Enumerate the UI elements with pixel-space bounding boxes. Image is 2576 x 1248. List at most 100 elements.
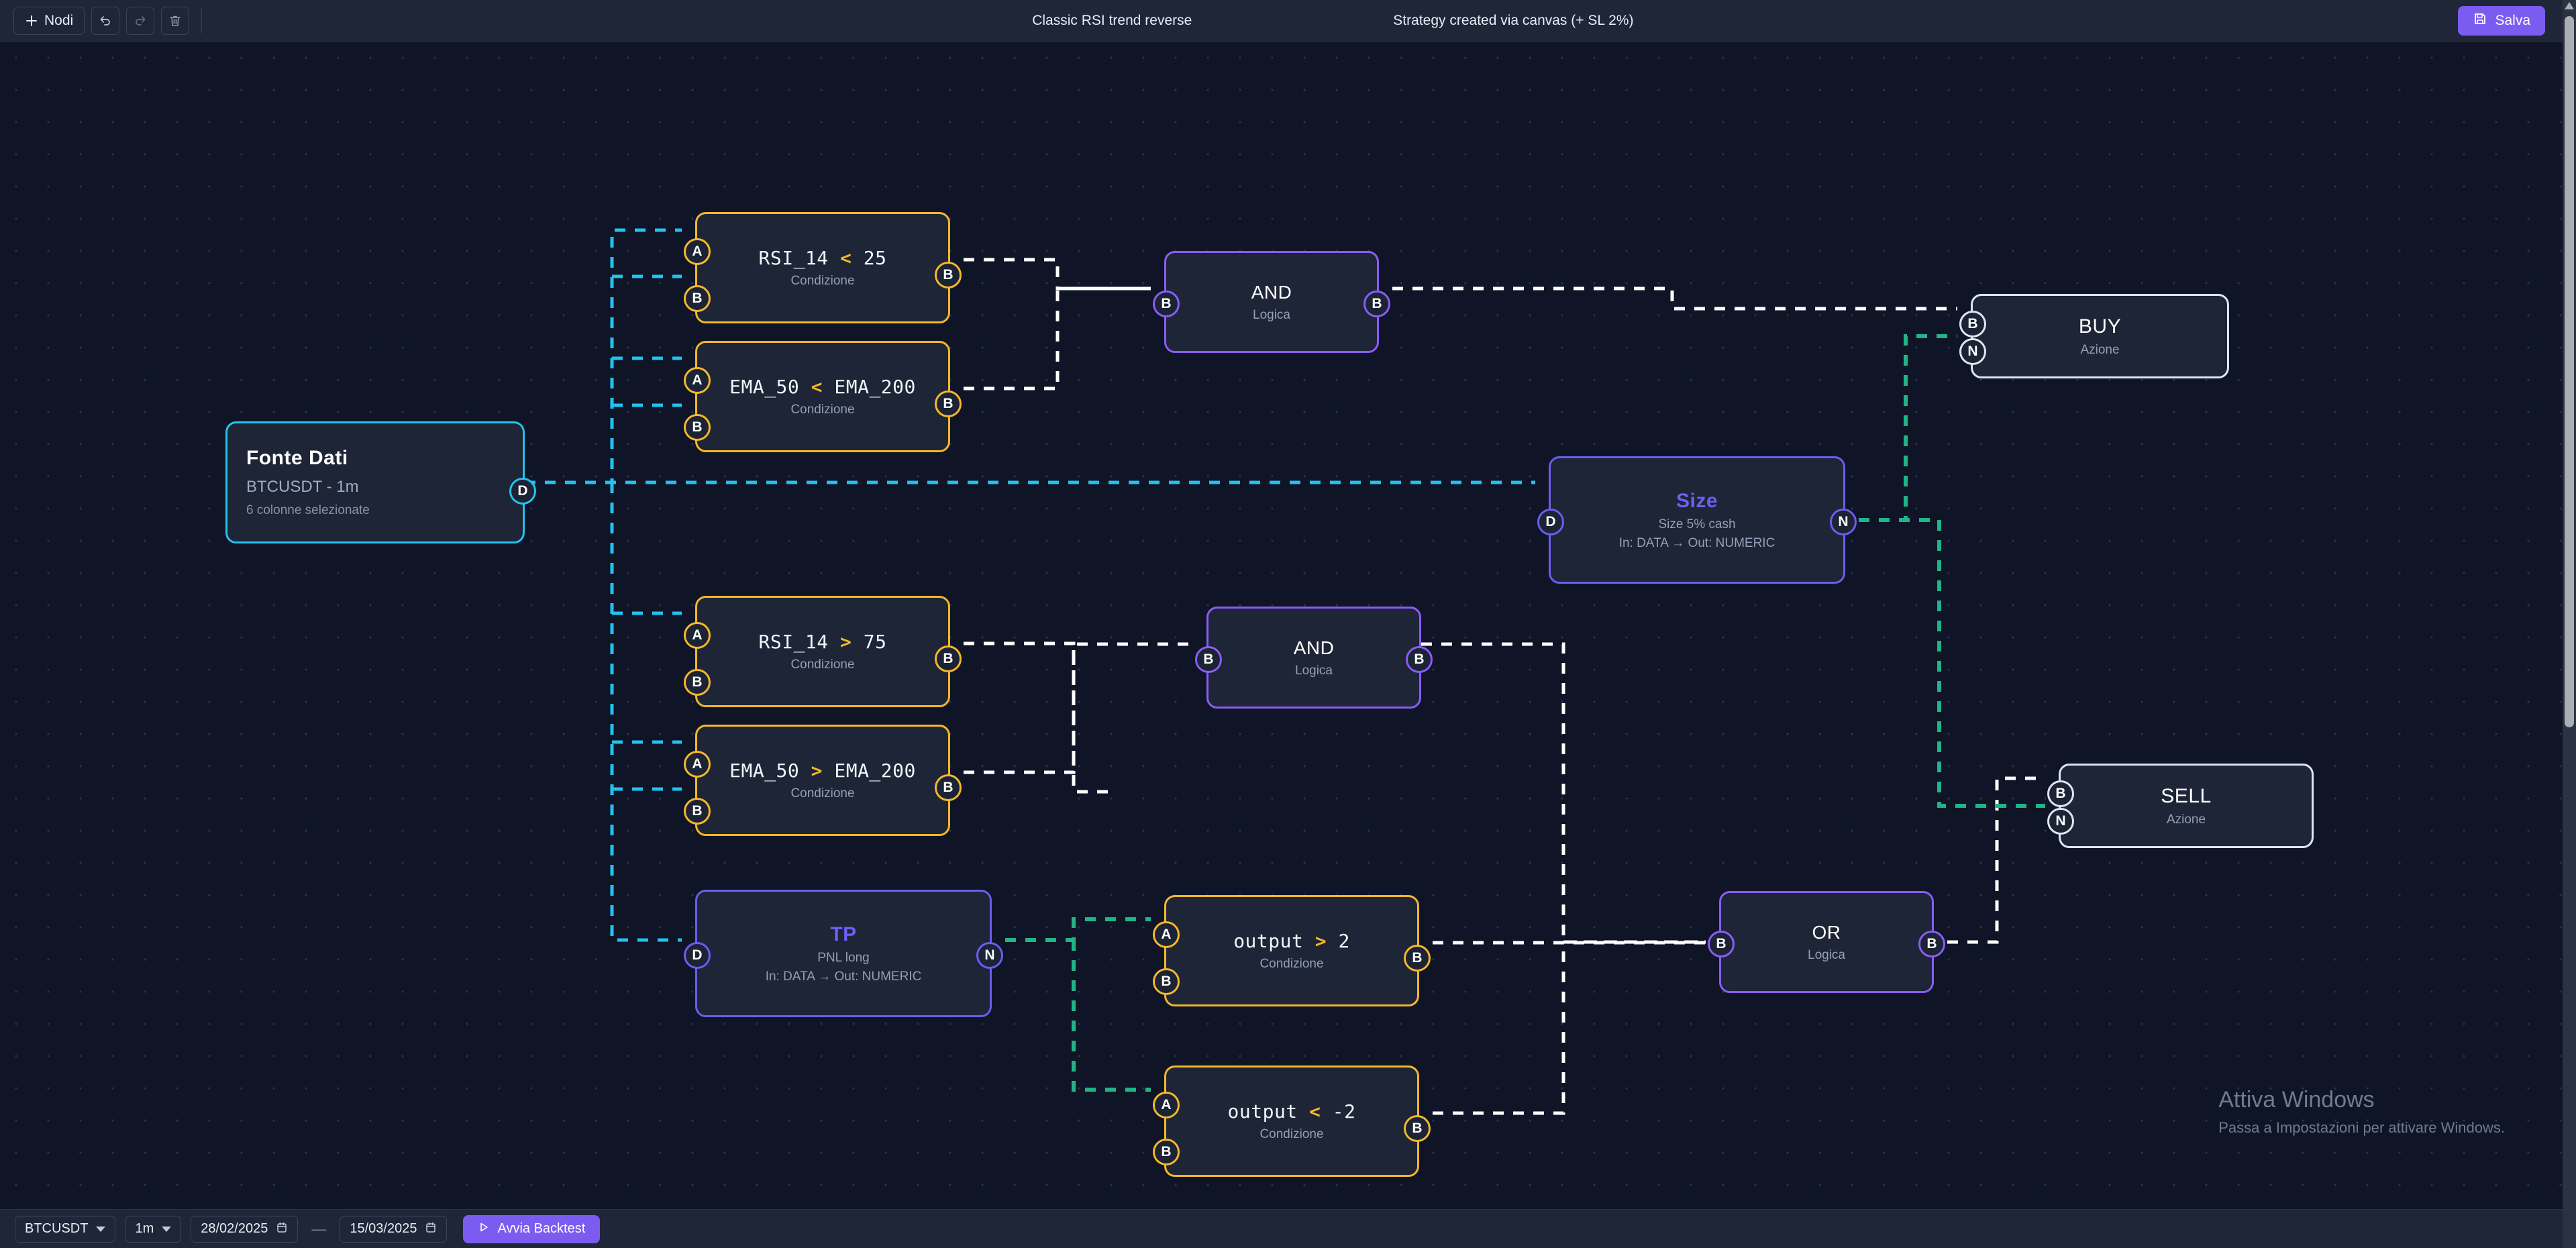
redo-button[interactable] — [126, 6, 155, 35]
calendar-icon[interactable] — [276, 1221, 288, 1237]
port-left-d[interactable]: D — [684, 942, 711, 969]
port-right-n[interactable]: N — [976, 942, 1003, 969]
port-left-b[interactable]: B — [684, 285, 711, 312]
node-title: AND — [1251, 281, 1292, 303]
node-subtitle: Condizione — [790, 274, 855, 288]
edge-ema-gt-to-and2[interactable] — [964, 642, 1193, 774]
expression-left: output — [1233, 930, 1304, 952]
add-nodes-button[interactable]: Nodi — [13, 6, 85, 35]
port-left-a[interactable]: A — [684, 238, 711, 265]
node-io-signature: 6 colonne selezionate — [246, 503, 370, 517]
date-from-value: 28/02/2025 — [201, 1221, 268, 1236]
scrollbar-thumb[interactable] — [2565, 16, 2574, 727]
port-left-b[interactable]: B — [1153, 968, 1180, 995]
strategy-title: Classic RSI trend reverse — [1032, 12, 1192, 28]
condition-expression: RSI_14 < 25 — [759, 247, 887, 269]
port-left-d[interactable]: D — [1537, 509, 1564, 535]
port-right-b[interactable]: B — [935, 262, 962, 289]
expression-right: 2 — [1338, 930, 1350, 952]
calendar-icon[interactable] — [425, 1221, 437, 1237]
port-left-b[interactable]: B — [1959, 311, 1986, 337]
port-left-b[interactable]: B — [684, 798, 711, 825]
port-right-b[interactable]: B — [935, 774, 962, 801]
port-left-b[interactable]: B — [684, 414, 711, 441]
timeframe-select[interactable]: 1m — [125, 1215, 182, 1243]
edge-tp-to-out2[interactable] — [1005, 917, 1151, 942]
port-left-b[interactable]: B — [1153, 1139, 1180, 1165]
redo-icon — [133, 13, 148, 28]
edge-rsi25-to-and[interactable] — [964, 258, 1151, 291]
port-right-b[interactable]: B — [935, 391, 962, 417]
port-right-b[interactable]: B — [1404, 1115, 1431, 1142]
port-left-b[interactable]: B — [2047, 780, 2074, 807]
port-right-d[interactable]: D — [509, 478, 536, 505]
condition-expression: RSI_14 > 75 — [759, 631, 887, 653]
port-left-a[interactable]: A — [684, 367, 711, 394]
symbol-value: BTCUSDT — [25, 1221, 89, 1236]
undo-button[interactable] — [91, 6, 120, 35]
edge-or-to-sell[interactable] — [1947, 776, 2045, 944]
edge-tp-to-outm2[interactable] — [1072, 940, 1151, 1092]
edge-outm2-to-or[interactable] — [1433, 940, 1706, 1115]
save-button[interactable]: Salva — [2458, 5, 2545, 36]
node-subtitle: Condizione — [1259, 957, 1324, 971]
edge-data-bus-main[interactable] — [525, 228, 682, 484]
node-title: Fonte Dati — [246, 447, 348, 469]
port-right-n[interactable]: N — [1830, 509, 1857, 535]
port-right-b[interactable]: B — [935, 645, 962, 672]
port-left-b[interactable]: B — [1153, 291, 1180, 317]
run-backtest-label: Avvia Backtest — [497, 1221, 586, 1236]
edge-ema-lt-to-and[interactable] — [964, 287, 1151, 391]
port-left-n[interactable]: N — [2047, 808, 2074, 835]
strategy-description: Strategy created via canvas (+ SL 2%) — [1393, 12, 1634, 28]
edge-data-to-tp[interactable] — [610, 482, 682, 942]
toolbar-right-group: Salva — [2458, 5, 2563, 36]
port-right-b[interactable]: B — [1363, 291, 1390, 317]
run-backtest-button[interactable]: Avvia Backtest — [463, 1214, 601, 1243]
symbol-select[interactable]: BTCUSDT — [15, 1215, 116, 1243]
expression-right: -2 — [1332, 1100, 1356, 1123]
condition-expression: EMA_50 > EMA_200 — [729, 760, 916, 782]
expression-left: EMA_50 — [729, 376, 800, 398]
delete-button[interactable] — [161, 6, 190, 35]
port-left-a[interactable]: A — [684, 751, 711, 778]
edge-rsi75-to-and2[interactable] — [964, 641, 1114, 794]
port-right-b[interactable]: B — [1406, 646, 1433, 673]
edge-size-to-buy-n[interactable] — [1859, 334, 1957, 522]
port-left-a[interactable]: A — [1153, 921, 1180, 948]
date-from-input[interactable]: 28/02/2025 — [191, 1215, 299, 1243]
trash-icon — [168, 13, 183, 28]
edge-and2-to-or[interactable] — [1421, 642, 1706, 944]
port-left-a[interactable]: A — [684, 622, 711, 649]
port-right-b[interactable]: B — [1404, 945, 1431, 972]
port-left-a[interactable]: A — [1153, 1092, 1180, 1119]
port-left-b[interactable]: B — [684, 669, 711, 696]
node-title: SELL — [2161, 784, 2212, 807]
port-right-b[interactable]: B — [1918, 931, 1945, 957]
date-to-input[interactable]: 15/03/2025 — [340, 1215, 448, 1243]
page-scrollbar[interactable] — [2563, 0, 2576, 1248]
node-title: OR — [1812, 921, 1841, 943]
edge-layer — [525, 228, 2045, 1115]
port-left-b[interactable]: B — [1708, 931, 1735, 957]
edge-and-to-buy[interactable] — [1392, 287, 1957, 311]
port-left-b[interactable]: B — [1195, 646, 1222, 673]
scroll-up-arrow-icon[interactable] — [2565, 2, 2574, 9]
edge-size-to-sell-n[interactable] — [1859, 518, 2045, 808]
port-left-n[interactable]: N — [1959, 338, 1986, 365]
